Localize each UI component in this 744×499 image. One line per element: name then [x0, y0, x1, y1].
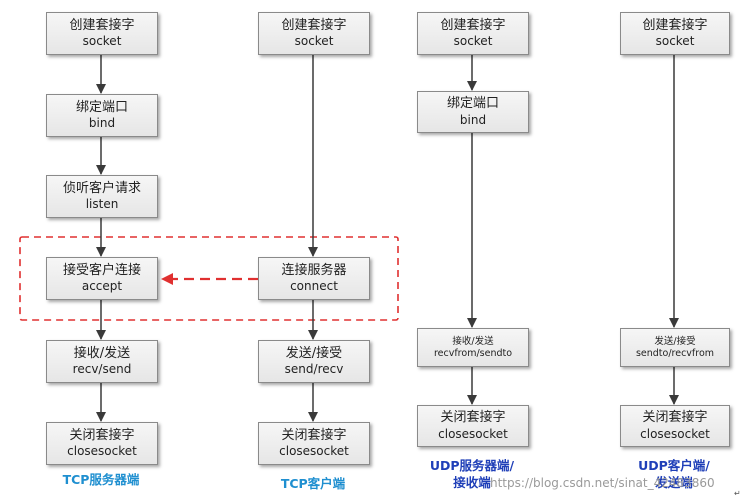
box-label-zh: 接收/发送 [73, 345, 131, 361]
box-label-en: bind [88, 116, 116, 131]
box-label-en: recvfrom/sendto [433, 347, 513, 359]
tcp-client-close-box: 关闭套接字 closesocket [258, 422, 370, 465]
box-label-zh: 关闭套接字 [281, 427, 347, 443]
box-label-en: closesocket [438, 426, 508, 441]
box-label-en: bind [459, 112, 487, 127]
udp-client-close-box: 关闭套接字 closesocket [620, 405, 730, 447]
box-label-en: accept [81, 279, 123, 294]
box-label-en: listen [85, 197, 119, 212]
box-label-zh: 创建套接字 [642, 17, 708, 33]
udp-client-caption: UDP客户端/ 发送端 [638, 458, 710, 490]
udp-server-recv-send-box: 接收/发送 recvfrom/sendto [417, 328, 529, 367]
box-label-zh: 发送/接受 [654, 335, 696, 347]
box-label-en: sendto/recvfrom [635, 347, 715, 359]
box-label-zh: 创建套接字 [69, 17, 135, 33]
udp-server-bind-box: 绑定端口 bind [417, 91, 529, 133]
box-label-zh: 创建套接字 [281, 17, 347, 33]
box-label-zh: 连接服务器 [281, 262, 347, 278]
tcp-client-send-recv-box: 发送/接受 send/recv [258, 340, 370, 383]
box-label-en: closesocket [67, 444, 137, 459]
udp-client-send-recv-box: 发送/接受 sendto/recvfrom [620, 328, 730, 367]
box-label-zh: 接收/发送 [452, 335, 494, 347]
connection-region [19, 236, 399, 321]
box-label-en: socket [82, 34, 122, 49]
tcp-server-socket-box: 创建套接字 socket [46, 12, 158, 55]
udp-server-socket-box: 创建套接字 socket [417, 12, 529, 55]
box-label-en: closesocket [279, 444, 349, 459]
box-label-zh: 发送/接受 [285, 345, 343, 361]
box-label-en: connect [290, 279, 338, 294]
tcp-server-close-box: 关闭套接字 closesocket [46, 422, 158, 465]
tcp-server-caption: TCP服务器端 [62, 472, 140, 487]
tcp-server-accept-box: 接受客户连接 accept [46, 257, 158, 300]
box-label-en: socket [453, 34, 493, 49]
box-label-zh: 绑定端口 [75, 99, 128, 115]
box-label-en: recv/send [72, 362, 132, 377]
tcp-server-bind-box: 绑定端口 bind [46, 94, 158, 137]
box-label-en: socket [294, 34, 334, 49]
tcp-server-recv-send-box: 接收/发送 recv/send [46, 340, 158, 383]
box-label-zh: 关闭套接字 [440, 410, 506, 426]
box-label-zh: 接受客户连接 [62, 262, 141, 278]
box-label-zh: 侦听客户请求 [62, 180, 141, 196]
udp-server-close-box: 关闭套接字 closesocket [417, 405, 529, 447]
udp-server-caption: UDP服务器端/ 接收端 [429, 458, 515, 490]
corner-mark: ↵ [734, 489, 741, 498]
tcp-client-socket-box: 创建套接字 socket [258, 12, 370, 55]
box-label-zh: 创建套接字 [440, 17, 506, 33]
box-label-zh: 关闭套接字 [69, 427, 135, 443]
box-label-zh: 绑定端口 [446, 96, 499, 112]
tcp-server-listen-box: 侦听客户请求 listen [46, 175, 158, 218]
udp-client-socket-box: 创建套接字 socket [620, 12, 730, 55]
tcp-client-caption: TCP客户端 [280, 476, 346, 491]
tcp-client-connect-box: 连接服务器 connect [258, 257, 370, 300]
watermark-text: https://blog.csdn.net/sinat_42483860 [490, 476, 715, 490]
box-label-zh: 关闭套接字 [642, 410, 708, 426]
box-label-en: send/recv [284, 362, 344, 377]
box-label-en: socket [655, 34, 695, 49]
box-label-en: closesocket [640, 426, 710, 441]
